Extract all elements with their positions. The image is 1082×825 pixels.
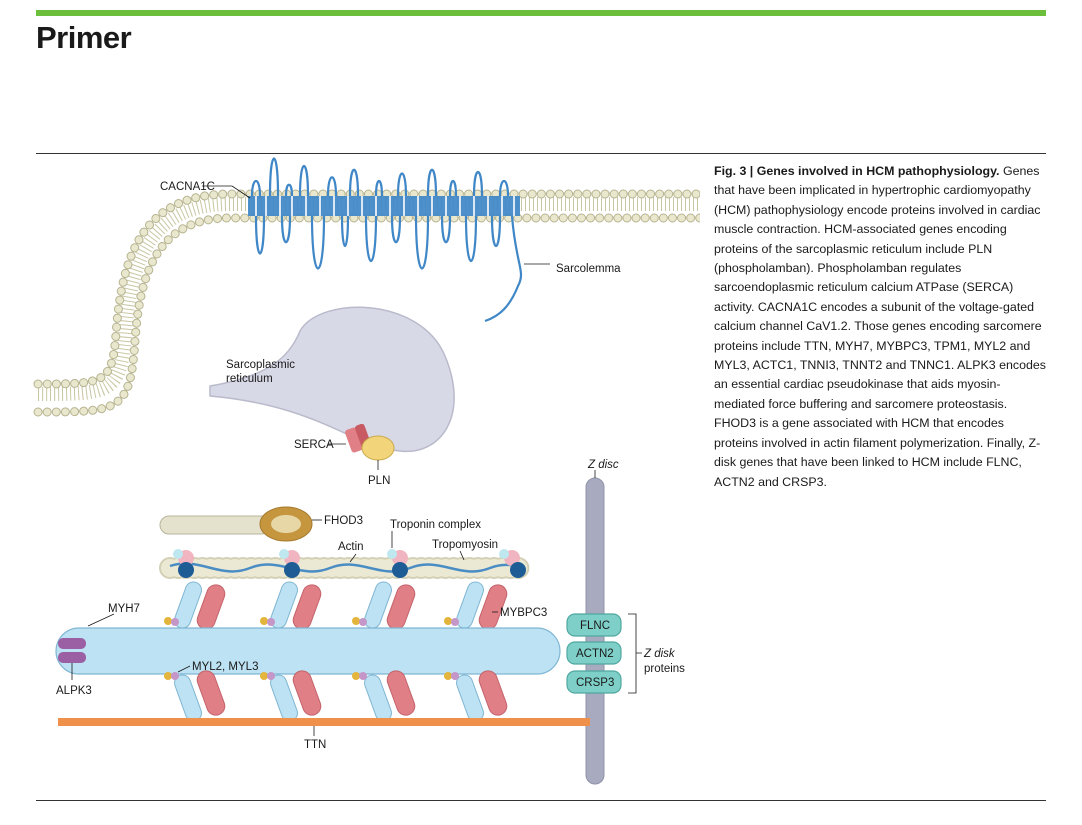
alpk3-protein: [58, 638, 86, 663]
figure-top-rule: [36, 153, 1046, 154]
fhod3-label: FHOD3: [324, 515, 363, 527]
zdisk-label-line1: Z disk: [643, 648, 676, 660]
actn2-label: ACTN2: [576, 648, 614, 660]
myh7-thick-filament: [55, 627, 561, 675]
caption-body: Genes that have been implicated in hyper…: [714, 164, 1046, 489]
troponin-complexes: [173, 549, 526, 578]
sarcolemma-label: Sarcolemma: [556, 263, 621, 275]
mybpc3-label: MYBPC3: [500, 607, 547, 619]
myosin-heads-upper: [164, 581, 508, 630]
sarcoplasmic-reticulum: [209, 306, 455, 453]
sr-label-line1: Sarcoplasmic: [226, 359, 295, 371]
alpk3-label: ALPK3: [56, 685, 92, 697]
cacna1c-label: CACNA1C: [160, 181, 215, 193]
flnc-label: FLNC: [580, 620, 610, 632]
section-color-bar: [36, 10, 1046, 16]
zdisk-label-line2: proteins: [644, 663, 685, 675]
myh7-label: MYH7: [108, 603, 140, 615]
sr-label-line2: reticulum: [226, 373, 273, 385]
myl-label: MYL2, MYL3: [192, 661, 258, 673]
figure-illustration: CACNA1C Sarcolemma Sarcoplasmic reticulu…: [33, 157, 700, 785]
flnc-protein: [566, 613, 622, 637]
tropomyosin-strand: [169, 562, 523, 573]
ttn-filament: [58, 718, 590, 726]
myosin-heads-lower: [164, 670, 508, 722]
zdisc-label: Z disc: [587, 459, 619, 471]
actin-label: Actin: [338, 541, 364, 553]
pln-protein: [361, 435, 395, 461]
serca-label: SERCA: [294, 439, 334, 451]
crsp3-protein: [566, 670, 622, 694]
tropomyosin-label: Tropomyosin: [432, 539, 498, 551]
z-disk-proteins: [566, 613, 622, 694]
figure-caption: Fig. 3 | Genes involved in HCM pathophys…: [714, 162, 1046, 492]
troponin-label: Troponin complex: [390, 519, 481, 531]
pln-label: PLN: [368, 475, 390, 487]
crsp3-label: CRSP3: [576, 677, 614, 689]
figure-bottom-rule: [36, 800, 1046, 801]
z-disk-bracket: [628, 613, 642, 694]
ttn-label: TTN: [304, 739, 326, 751]
section-title: Primer: [36, 20, 132, 55]
cacna1c-channel: [248, 157, 523, 323]
sarcolemma-membrane: [33, 189, 700, 417]
actn2-protein: [566, 641, 622, 665]
caption-title: Fig. 3 | Genes involved in HCM pathophys…: [714, 164, 1000, 178]
fhod3-bar: [159, 515, 271, 535]
